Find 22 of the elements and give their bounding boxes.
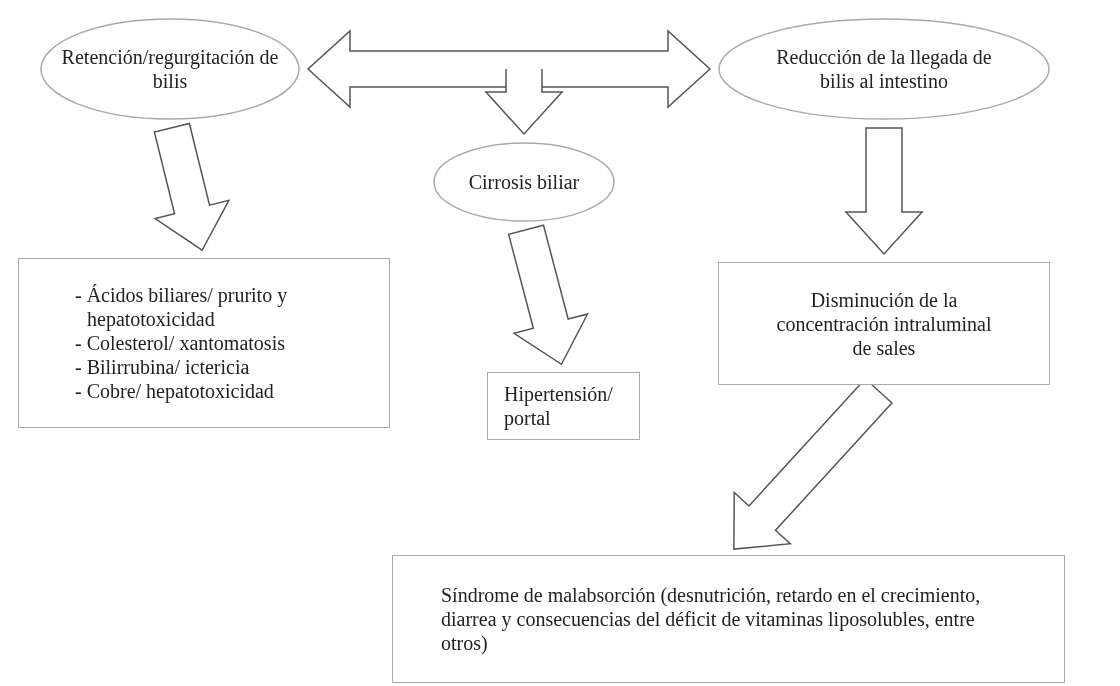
block-arrow <box>153 122 231 252</box>
node-text: Hipertensión/ portal <box>504 382 614 430</box>
node-text: Síndrome de malabsorción (desnutrición, retardo en el crecimiento, diarrea y consecuencias del déficit de vitaminas liposolubles, entre otros) <box>441 583 982 655</box>
ellipse-node <box>40 18 300 120</box>
node-text: Disminución de la concentración intraluminal de sales <box>775 287 993 360</box>
node-text: Retención/regurgitación de bilis <box>60 45 280 93</box>
block-arrow <box>306 29 712 109</box>
node-text: Cirrosis biliar <box>467 170 581 194</box>
text-box <box>718 262 1050 385</box>
node-text: - Cobre/ hepatotoxicidad <box>75 379 275 403</box>
text-box <box>18 258 390 428</box>
ellipse-node <box>718 18 1050 120</box>
block-arrow <box>844 127 924 256</box>
node-text: - Bilirrubina/ ictericia <box>75 355 251 379</box>
node-text: - Colesterol/ xantomatosis <box>75 331 286 355</box>
node-text: - Ácidos biliares/ prurito y hepatotoxicidad <box>75 283 289 331</box>
block-arrow <box>484 68 564 136</box>
ellipse-node <box>433 142 615 222</box>
block-arrow <box>507 224 589 366</box>
text-box <box>487 372 640 440</box>
node-text: Reducción de la llegada de bilis al intestino <box>775 45 993 93</box>
text-box <box>392 555 1065 683</box>
